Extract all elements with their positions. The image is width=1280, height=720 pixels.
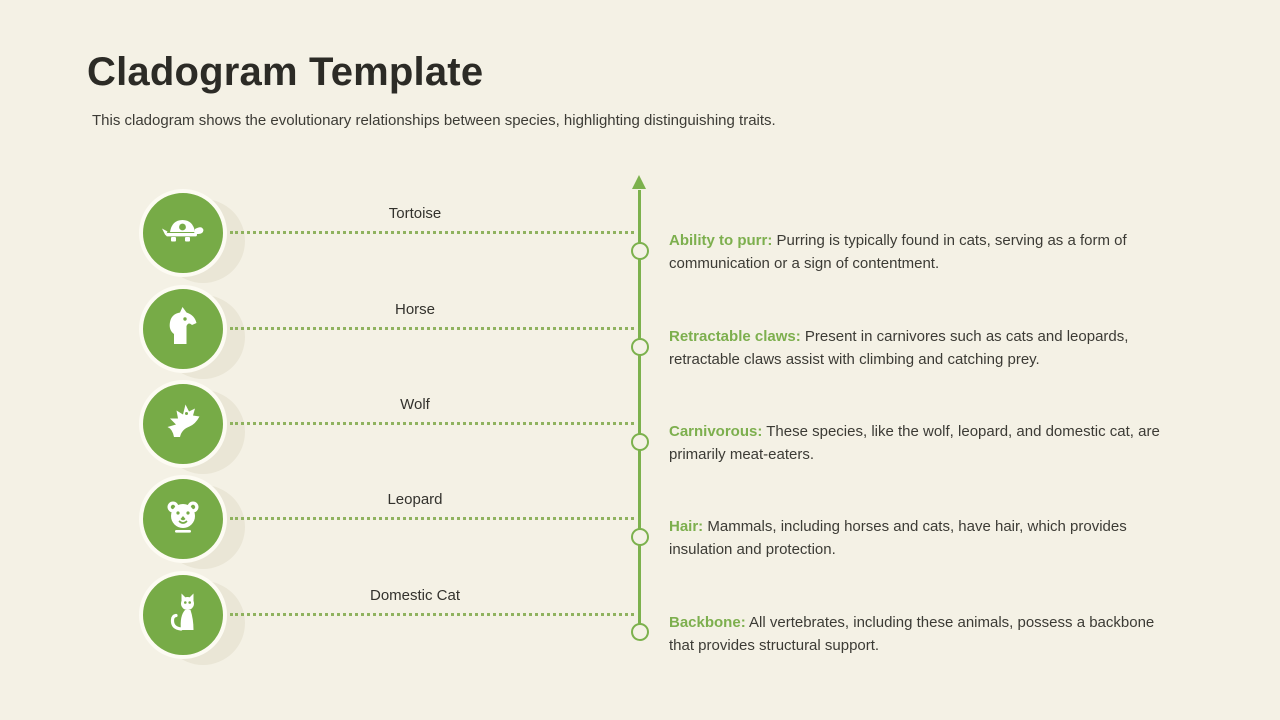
species-label: Wolf: [400, 396, 430, 413]
species-label: Horse: [394, 301, 435, 318]
horse-icon: [159, 303, 207, 356]
trait-label: Ability to purr:: [669, 232, 773, 249]
page-subtitle: This cladogram shows the evolutionary re…: [92, 112, 776, 129]
tortoise-icon: [159, 207, 207, 260]
connector-dotted-line: [230, 613, 634, 616]
trait-label: Hair:: [669, 518, 704, 535]
stem-arrow-up-icon: [632, 175, 646, 189]
trait-description: Purring is typically found in cats, serv…: [669, 232, 1127, 272]
connector-dotted-line: [230, 327, 634, 330]
species-badge: [139, 285, 227, 373]
species-badge: [139, 380, 227, 468]
cat-icon: [159, 589, 207, 642]
trait-hair: Hair: Mammals, including horses and cats…: [669, 515, 1161, 561]
trait-description: Present in carnivores such as cats and l…: [669, 328, 1129, 368]
trait-description: All vertebrates, including these animals…: [669, 614, 1155, 654]
stem-node: [630, 433, 649, 451]
stem-node: [630, 242, 649, 260]
connector-dotted-line: [230, 517, 634, 520]
connector-dotted-line: [230, 422, 634, 425]
trait-backbone: Backbone: All vertebrates, including the…: [669, 611, 1161, 657]
species-badge: [139, 189, 227, 277]
species-badge: [139, 475, 227, 563]
trait-description: Mammals, including horses and cats, have…: [669, 518, 1127, 558]
leopard-icon: [159, 493, 207, 546]
stem-node: [630, 528, 649, 546]
trait-description: These species, like the wolf, leopard, a…: [669, 423, 1160, 463]
stem-node: [630, 623, 649, 641]
species-label: Leopard: [387, 491, 443, 508]
trait-label: Backbone:: [669, 614, 746, 631]
trait-ability-to-purr: Ability to purr: Purring is typically fo…: [669, 229, 1161, 275]
cladogram-stem-line: [638, 190, 641, 632]
trait-retractable-claws: Retractable claws: Present in carnivores…: [669, 325, 1161, 371]
trait-carnivorous: Carnivorous: These species, like the wol…: [669, 420, 1161, 466]
wolf-icon: [159, 398, 207, 451]
stem-node: [630, 338, 649, 356]
species-badge: [139, 571, 227, 659]
connector-dotted-line: [230, 231, 634, 234]
species-label: Tortoise: [388, 205, 442, 222]
page-title: Cladogram Template: [87, 50, 484, 94]
trait-label: Retractable claws:: [669, 328, 801, 345]
trait-label: Carnivorous:: [669, 423, 763, 440]
species-label: Domestic Cat: [369, 587, 461, 604]
